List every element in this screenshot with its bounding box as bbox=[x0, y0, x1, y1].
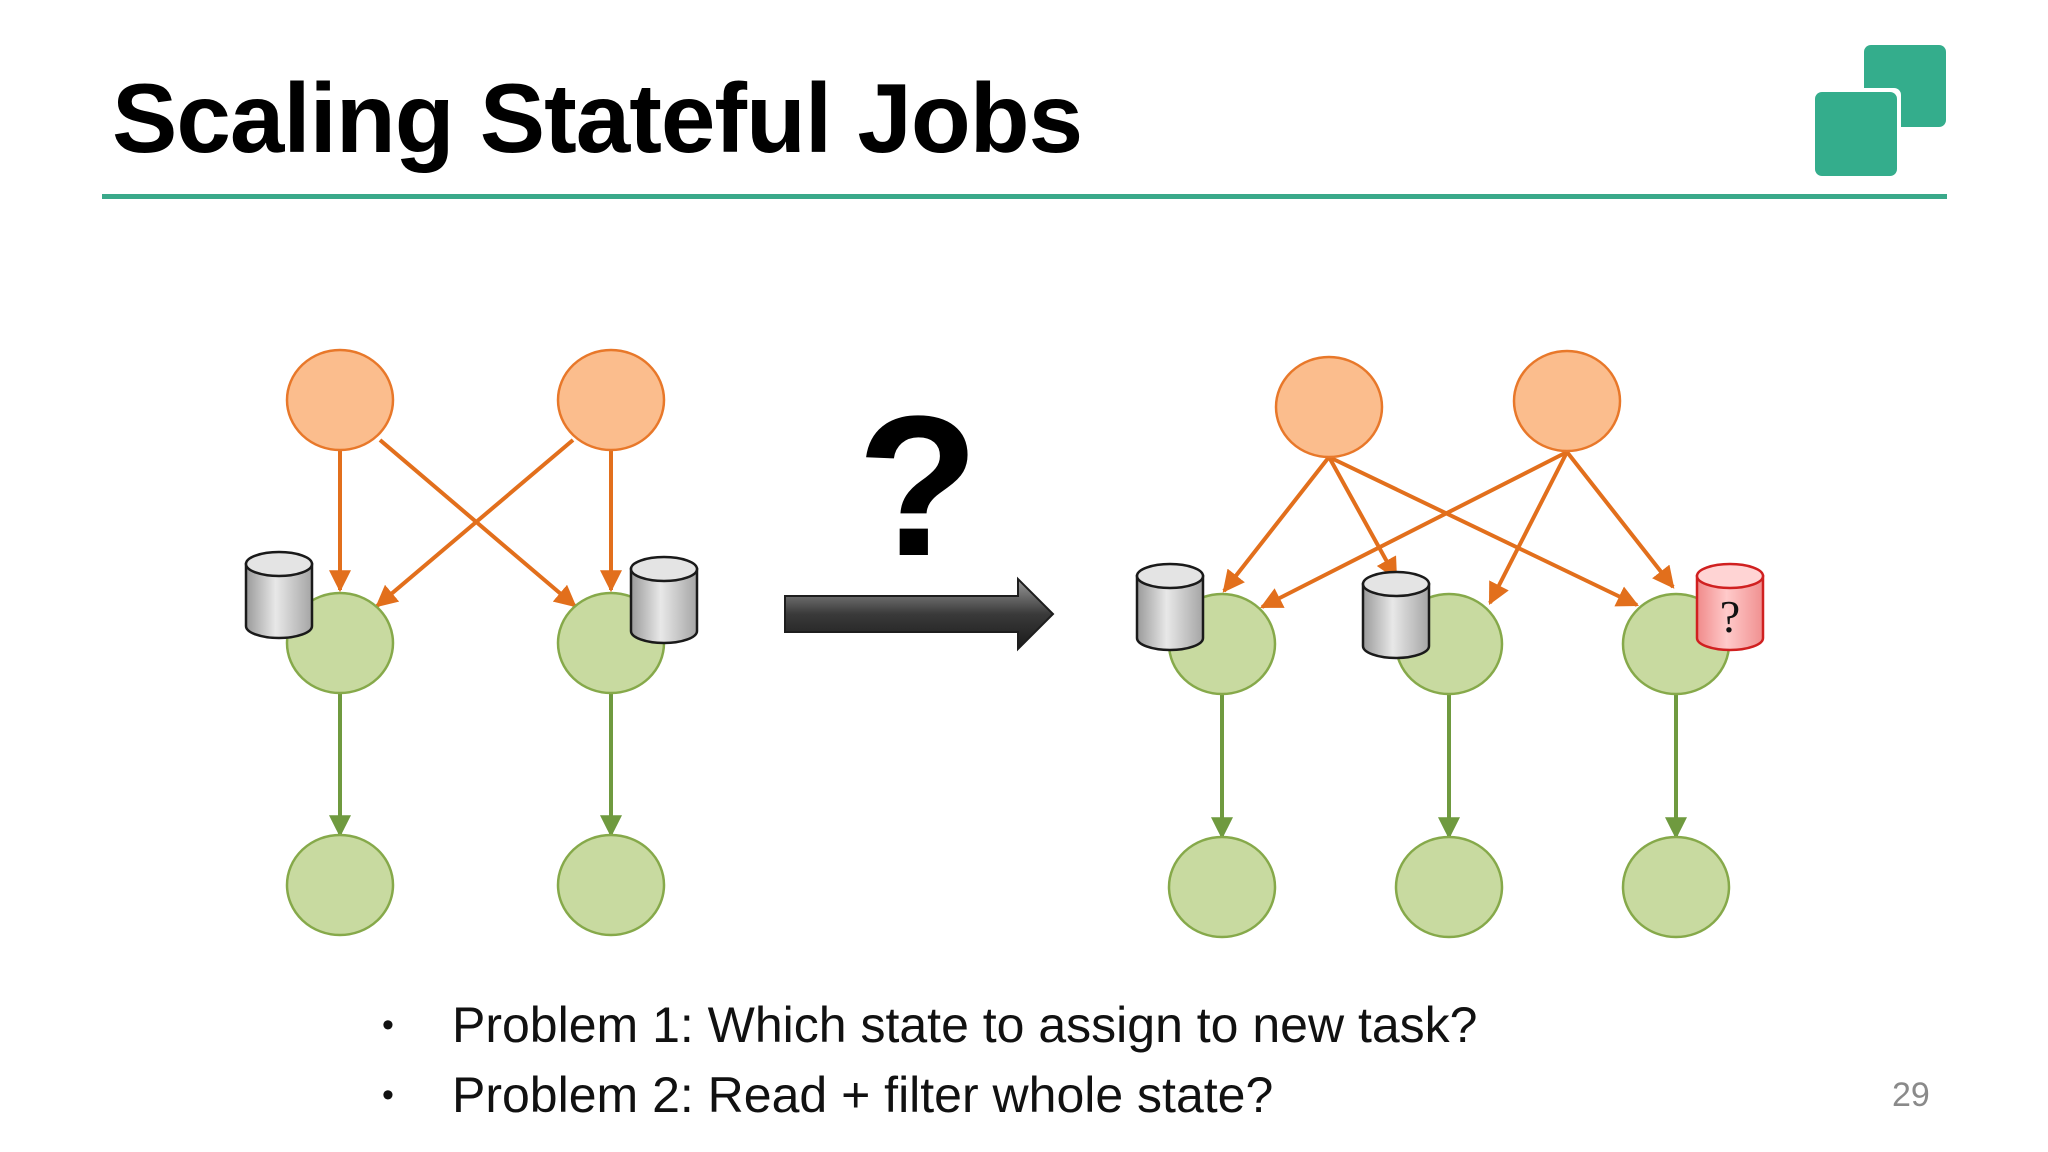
task-node bbox=[285, 591, 395, 695]
slide-title: Scaling Stateful Jobs bbox=[112, 63, 1083, 173]
source-node bbox=[1512, 349, 1622, 453]
state-database-icon bbox=[244, 550, 314, 640]
state-database-icon bbox=[629, 555, 699, 645]
edge-source-to-task bbox=[1327, 456, 1398, 580]
problem-item: • Problem 1: Which state to assign to new… bbox=[382, 990, 1478, 1060]
title-underline bbox=[102, 194, 1947, 199]
after-graph: ? bbox=[1135, 349, 1765, 939]
edge-source-to-task bbox=[1488, 451, 1569, 605]
scale-out-arrow-icon bbox=[784, 576, 1055, 652]
source-node bbox=[556, 348, 666, 452]
edge-source-to-task bbox=[1260, 450, 1568, 609]
logo-square-front bbox=[1815, 92, 1897, 176]
sink-node bbox=[1394, 835, 1504, 939]
sink-node bbox=[1167, 835, 1277, 939]
sink-node bbox=[1621, 835, 1731, 939]
edge-source-to-task bbox=[1565, 450, 1675, 589]
sink-node bbox=[556, 833, 666, 937]
sink-node bbox=[285, 833, 395, 937]
page-number: 29 bbox=[1892, 1076, 1930, 1114]
problem-text: Problem 2: Read + filter whole state? bbox=[452, 1067, 1274, 1123]
edge-source-to-task bbox=[375, 438, 575, 608]
bullet-dot-icon: • bbox=[382, 1076, 394, 1114]
edge-source-to-task bbox=[1222, 455, 1331, 593]
source-node bbox=[1274, 355, 1384, 459]
state-database-icon bbox=[1361, 570, 1431, 660]
before-graph bbox=[244, 348, 699, 937]
problem-list: • Problem 1: Which state to assign to new… bbox=[382, 990, 1478, 1130]
source-node bbox=[285, 348, 395, 452]
problem-text: Problem 1: Which state to assign to new … bbox=[452, 997, 1478, 1053]
unknown-state-database-icon: ? bbox=[1695, 562, 1765, 652]
problem-item: • Problem 2: Read + filter whole state? bbox=[382, 1060, 1478, 1130]
unknown-state-label: ? bbox=[1720, 591, 1740, 642]
bullet-dot-icon: • bbox=[382, 1006, 394, 1044]
state-database-icon bbox=[1135, 562, 1205, 652]
edge-source-to-task bbox=[1328, 455, 1639, 607]
question-mark: ? bbox=[857, 375, 979, 598]
